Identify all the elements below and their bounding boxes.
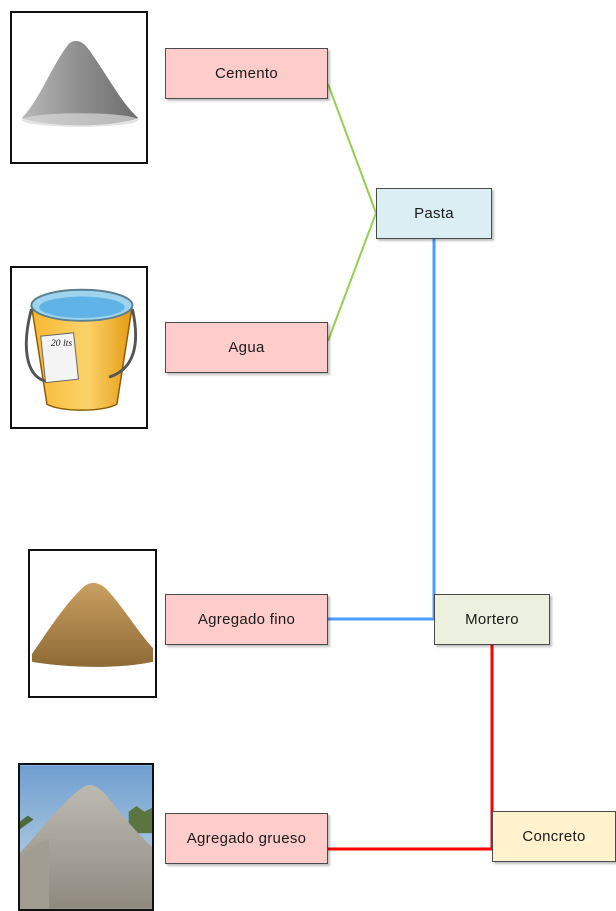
sand-pile-icon bbox=[31, 582, 154, 667]
cement-powder-pile-icon bbox=[21, 40, 139, 127]
node-mortero: Mortero bbox=[434, 594, 550, 645]
node-agregado-fino: Agregado fino bbox=[165, 594, 328, 645]
gravel-pile-icon bbox=[20, 765, 152, 909]
gravel-image bbox=[18, 763, 154, 911]
node-cemento: Cemento bbox=[165, 48, 328, 99]
sand-image bbox=[28, 549, 157, 698]
link-cemento-pasta bbox=[327, 83, 377, 214]
node-agua: Agua bbox=[165, 322, 328, 373]
water-bucket-icon: 20 lts bbox=[24, 288, 138, 411]
cement-image bbox=[10, 11, 148, 164]
node-agregado-grueso: Agregado grueso bbox=[165, 813, 328, 864]
node-concreto: Concreto bbox=[492, 811, 616, 862]
link-agua-pasta bbox=[327, 212, 377, 342]
water-image: 20 lts bbox=[10, 266, 148, 429]
node-pasta: Pasta bbox=[376, 188, 492, 239]
svg-text:20 lts: 20 lts bbox=[51, 338, 73, 349]
